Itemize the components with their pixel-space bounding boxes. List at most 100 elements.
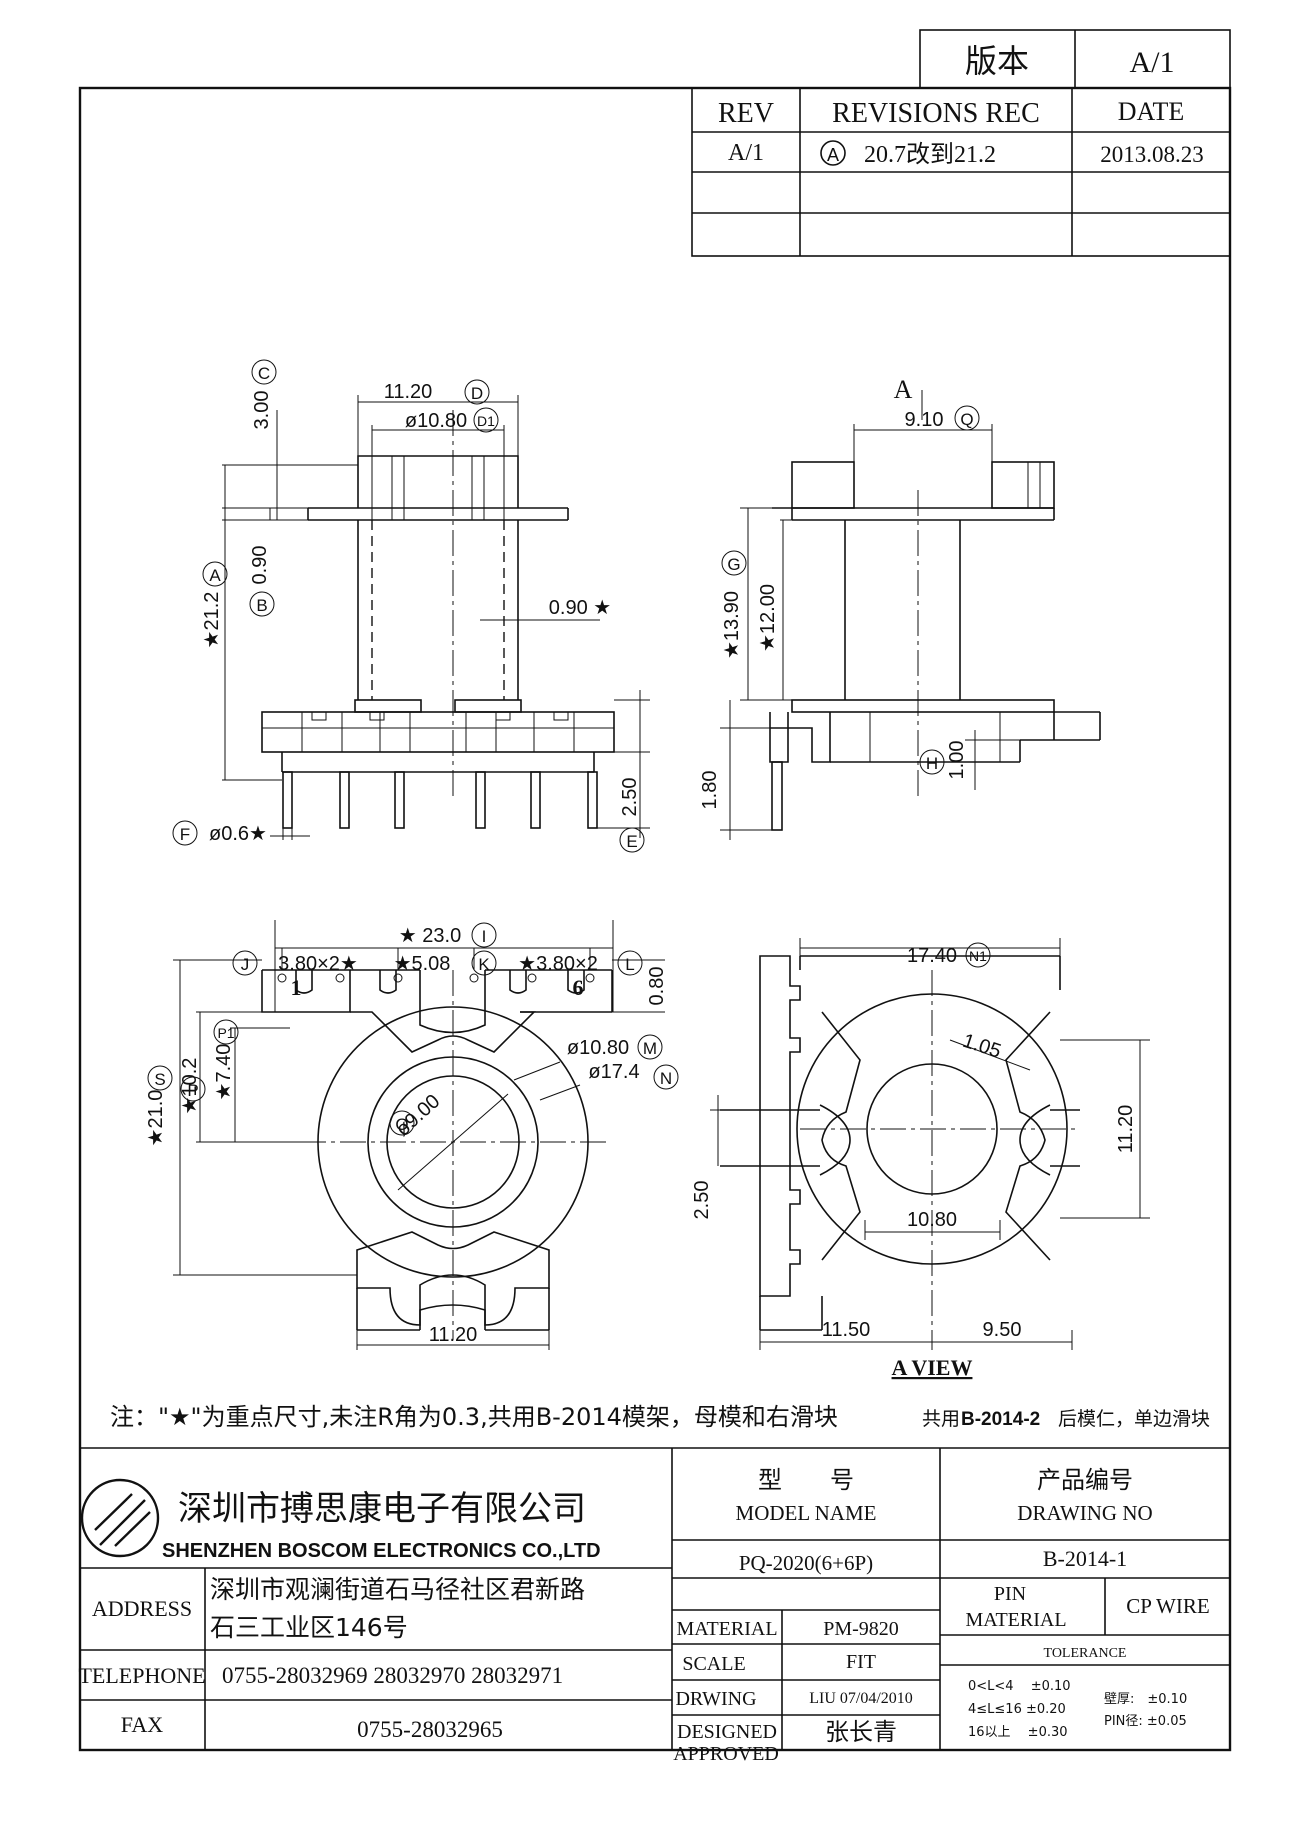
dim-11-20-right: 11.20 [1115, 1105, 1137, 1154]
company-name-cn: 深圳市搏思康电子有限公司 [178, 1489, 586, 1529]
note-extra-post: 后模仁，单边滑块 [1058, 1408, 1210, 1430]
company-name-en: SHENZHEN BOSCOM ELECTRONICS CO.,LTD [162, 1540, 601, 1562]
designed-value: 张长青 [825, 1718, 897, 1746]
pin-material-label-2: MATERIAL [965, 1609, 1066, 1631]
dim-L-label: L [625, 955, 634, 974]
dim-1-05: 1.05 [960, 1030, 1004, 1063]
dim-3-00: 3.00 [251, 391, 273, 430]
drawing-label-en: DRAWING NO [1017, 1501, 1152, 1525]
front-view [222, 395, 650, 840]
dim-C-label: C [258, 364, 270, 383]
dim-H-label: H [926, 754, 938, 773]
side-view [720, 390, 1101, 840]
dim-I-label: I [482, 927, 487, 946]
material-value: PM-9820 [823, 1618, 899, 1640]
dim-23-0: ★ 23.0 [399, 925, 461, 947]
tolerance-1: 0<L<4 ±0.10 [968, 1679, 1071, 1694]
drwing-label: DRWING [675, 1688, 756, 1710]
rev-marker-circle [820, 140, 846, 166]
dim-2-50: 2.50 [619, 778, 641, 817]
tolerance-label: TOLERANCE [1044, 1646, 1127, 1661]
a-view [710, 938, 1150, 1350]
pin-1-label: 1 [291, 975, 302, 1000]
version-label: 版本 [965, 42, 1029, 80]
dim-D-label: D [471, 384, 483, 403]
dim-0-80: 0.80 [646, 967, 668, 1006]
pin-material-label-1: PIN [994, 1583, 1026, 1605]
tolerance-3: 16以上 ±0.30 [968, 1725, 1068, 1740]
revisions-rec-header: REVISIONS REC [832, 98, 1040, 129]
tolerance-wall: 壁厚: ±0.10 [1104, 1692, 1187, 1707]
dim-17-40: 17.40 [907, 945, 957, 967]
dim-11-50: 11.50 [822, 1319, 871, 1341]
rev-row-1-date: 2013.08.23 [1100, 142, 1204, 167]
rev-row-1-rev: A/1 [728, 140, 764, 166]
note-extra-bold: B-2014-2 [961, 1409, 1040, 1430]
fax-label: FAX [121, 1712, 163, 1737]
dim-0-90-horizontal: 0.90 ★ [549, 597, 611, 619]
front-view-dimensions: 11.20 D ø10.80 D1 3.00 C ★21.2 A 0.90 B … [172, 359, 645, 853]
model-value: PQ-2020(6+6P) [739, 1551, 873, 1575]
a-view-title: A VIEW [892, 1355, 973, 1380]
dim-E-label: E [626, 832, 637, 851]
dim-N-label: N [660, 1069, 672, 1088]
dim-2-50-right: 2.50 [691, 1181, 713, 1220]
drawing-value: B-2014-1 [1043, 1546, 1127, 1571]
scale-value: FIT [846, 1651, 876, 1673]
dim-10-80: ø10.80 [405, 410, 467, 432]
dim-10-2: ★10.2 [179, 1058, 201, 1115]
rev-row-1-marker: A [827, 145, 839, 165]
pin-6-label: 6 [573, 975, 584, 1000]
dim-K-label: K [478, 955, 490, 974]
view-arrow-label: A [894, 375, 913, 404]
address-label: ADDRESS [92, 1596, 192, 1621]
rev-row-1-rec: 20.7改到21.2 [864, 141, 996, 168]
drawing-label-cn: 产品编号 [1037, 1466, 1133, 1494]
date-header: DATE [1118, 97, 1184, 126]
dim-1-00: 1.00 [946, 741, 968, 780]
model-label-en: MODEL NAME [736, 1501, 877, 1525]
dim-5-08: ★5.08 [394, 953, 451, 975]
note-extra-pre: 共用 [922, 1408, 960, 1430]
dim-10-80m: ø10.80 [567, 1037, 629, 1059]
dim-P-label: P [187, 1081, 198, 1100]
tolerance-pin: PIN径: ±0.05 [1104, 1714, 1187, 1729]
note-main: 注："★"为重点尺寸,未注R角为0.3,共用B-2014模架，母模和右滑块 [110, 1403, 838, 1431]
model-label-cn: 型 号 [758, 1466, 854, 1494]
dim-S-label: S [154, 1070, 165, 1089]
dim-0-90-vertical: 0.90 [249, 546, 271, 585]
dim-F-label: F [180, 825, 190, 844]
version-value: A/1 [1130, 46, 1175, 79]
company-logo [80, 1478, 160, 1558]
designed-label: DESIGNED [677, 1721, 777, 1743]
dim-1-80: 1.80 [699, 771, 721, 810]
dim-9-50: 9.50 [983, 1319, 1022, 1341]
dim-O-label: O [395, 1115, 408, 1134]
drwing-value: LIU 07/04/2010 [809, 1690, 913, 1707]
title-block [80, 1447, 1230, 1750]
fax-value: 0755-28032965 [357, 1717, 503, 1742]
dim-B-label: B [256, 596, 267, 615]
dim-13-90: ★13.90 [721, 591, 743, 659]
address-line-2: 石三工业区146号 [210, 1613, 408, 1642]
dim-11-20: 11.20 [384, 381, 433, 403]
telephone-label: TELEPHONE [78, 1663, 205, 1688]
dim-P1-label: P1 [217, 1025, 234, 1041]
dim-J-label: J [241, 955, 250, 974]
material-label: MATERIAL [676, 1618, 777, 1640]
side-view-dimensions: A 9.10 Q ★13.90 G ★12.00 1.80 H 1.00 [699, 375, 980, 810]
top-view-dimensions: ★ 23.0 I J 3.80×2★ ★5.08 K ★3.80×2 L 0.8… [145, 922, 679, 1346]
dim-11-20-bottom: 11.20 [429, 1324, 478, 1346]
dim-G-label: G [727, 555, 740, 574]
dim-3-80x2-left: 3.80×2★ [278, 953, 358, 975]
dim-7-40: ★7.40 [213, 1044, 235, 1101]
dim-21-0: ★21.0 [145, 1090, 167, 1147]
dim-9-10: 9.10 [905, 409, 944, 431]
pin-material-value: CP WIRE [1126, 1594, 1209, 1618]
dim-D1-label: D1 [477, 413, 495, 429]
a-view-dimensions: 17.40 N1 1.05 11.20 2.50 10.80 11.50 9.5… [691, 942, 1137, 1380]
dim-12-00: ★12.00 [757, 584, 779, 652]
dim-M-label: M [643, 1039, 657, 1058]
dim-N1-label: N1 [969, 948, 987, 964]
